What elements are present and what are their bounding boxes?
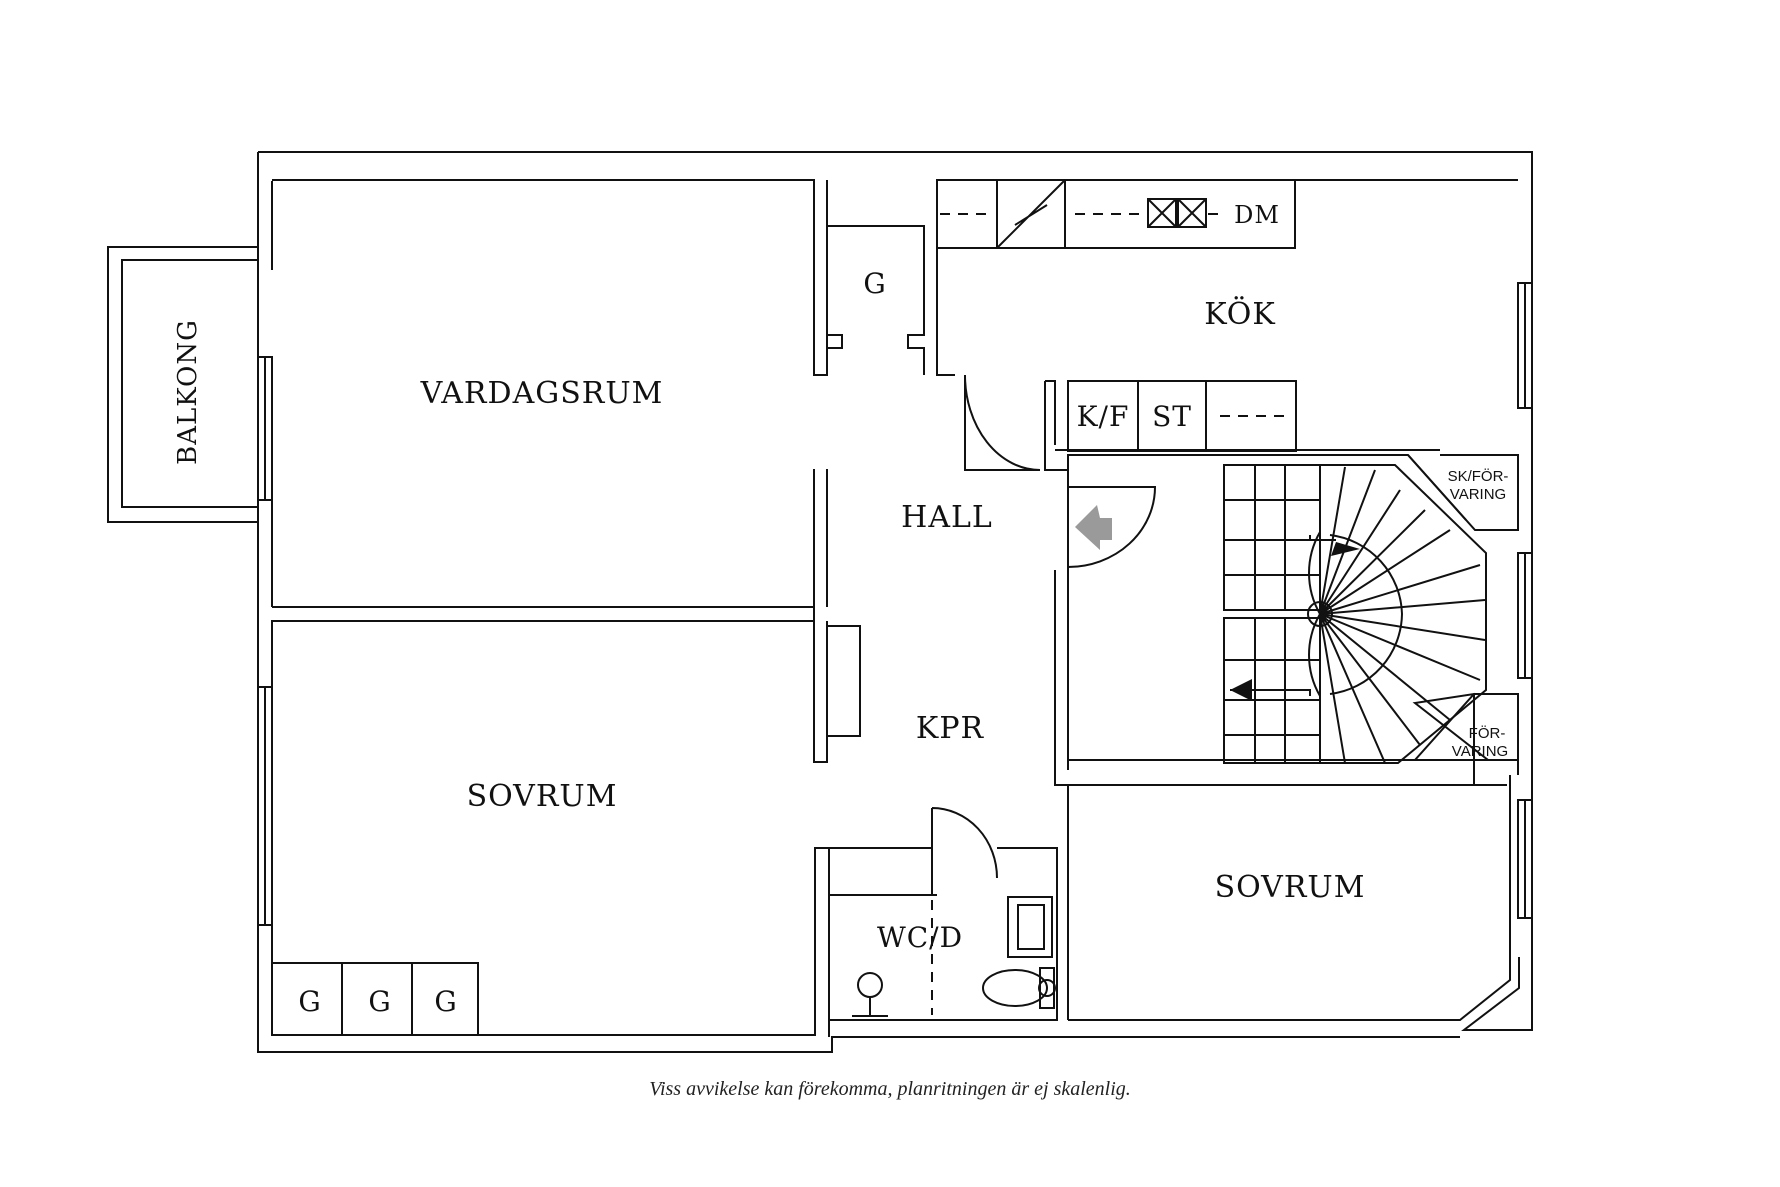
storage-bottom-label-2: VARING (1452, 743, 1508, 760)
bathroom-label: WC/D (877, 921, 963, 954)
sink-icon (1007, 896, 1053, 958)
dishwasher-label: DM (1234, 201, 1280, 229)
closet-g-walls (827, 225, 925, 375)
kitchen-door (964, 374, 1041, 471)
fridge-freezer-label: K/F (1077, 400, 1130, 433)
wardrobe-kpr (826, 625, 861, 737)
kitchen-label: KÖK (1204, 296, 1276, 332)
entrance-door (1067, 486, 1157, 568)
hall-label: HALL (901, 500, 993, 535)
bedroom-left-label: SOVRUM (467, 779, 618, 814)
closet-g-label: G (863, 267, 886, 300)
living-room-label: VARDAGSRUM (420, 376, 664, 411)
storage-top-label-1: SK/FÖR- (1448, 467, 1509, 485)
stair-hall-walls (1054, 470, 1519, 786)
disclaimer-text: Viss avvikelse kan förekomma, planritnin… (649, 1078, 1131, 1100)
bathroom-walls (828, 847, 1069, 1021)
kitchen-counter-bottom (1067, 380, 1297, 452)
wardrobes-bottom-left (271, 962, 479, 1036)
closet-corridor-label: KPR (916, 711, 985, 746)
staircase (1223, 464, 1487, 764)
kitchen-counter-top (936, 179, 1296, 249)
storage-top-label-2: VARING (1450, 486, 1506, 503)
balcony-outline (107, 246, 258, 523)
wardrobe-3-label: G (434, 985, 457, 1018)
wardrobe-2-label: G (368, 985, 391, 1018)
entrance-arrow-icon (1075, 505, 1112, 550)
stove-label: ST (1152, 400, 1192, 433)
sink-kitchen-icon (1147, 198, 1177, 228)
storage-bottom (1412, 693, 1519, 761)
stair-direction-arrow-icon (1230, 679, 1252, 701)
stove-icon (996, 179, 1066, 249)
balcony-label: BALKONG (173, 319, 203, 465)
outer-wall-outer (257, 151, 1533, 1053)
shower-icon (852, 972, 888, 1017)
wardrobe-1-label: G (298, 985, 321, 1018)
bathroom-door (931, 807, 998, 895)
bedroom-right-label: SOVRUM (1215, 870, 1366, 905)
outer-wall-inner (271, 179, 830, 1037)
stair-direction-arrow-icon (1331, 542, 1360, 556)
toilet-icon (982, 969, 1048, 1007)
bedroom-right-walls (1067, 775, 1511, 1021)
storage-top (1407, 454, 1519, 531)
storage-bottom-label-1: FÖR- (1469, 724, 1506, 742)
